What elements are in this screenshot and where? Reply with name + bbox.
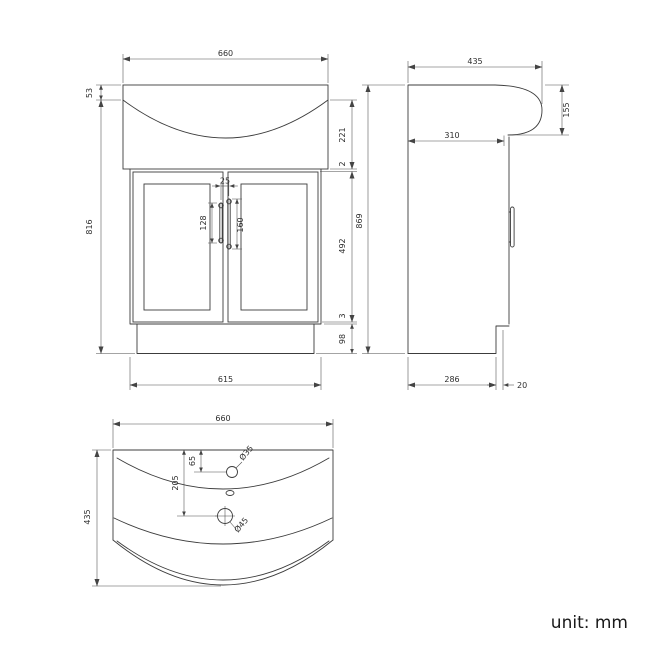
- dim-front-upper-section: 221: [338, 127, 347, 142]
- front-view-dimensions: 660 53 816 221 2 492 3 98 615 25 128 160…: [85, 49, 405, 390]
- dim-tap-diameter: Ø35: [237, 443, 255, 462]
- dim-right-handle-length: 160: [236, 217, 245, 232]
- bow-front-outer: [112, 539, 334, 586]
- side-handle: [508, 206, 515, 248]
- dim-front-width-bottom: 615: [218, 375, 233, 384]
- dim-total-height: 869: [355, 213, 364, 228]
- dim-tap-offset: 65: [188, 456, 197, 466]
- dim-toe-recess: 20: [517, 381, 527, 390]
- basin-curve: [122, 99, 329, 139]
- dim-top-width: 660: [215, 414, 230, 423]
- top-view-dimensions: 660 435 65 205 Ø35 Ø45: [83, 414, 334, 587]
- dim-waste-offset: 205: [171, 475, 180, 490]
- basin-outline: [122, 84, 329, 170]
- top-view: 660 435 65 205 Ø35 Ø45: [83, 414, 334, 587]
- basin-front-curve: [113, 517, 333, 545]
- basin-inner-curve: [116, 457, 330, 490]
- dim-basin-front-height: 155: [562, 102, 571, 117]
- dim-side-depth: 435: [467, 57, 482, 66]
- top-view-geometry: [112, 449, 334, 586]
- dim-front-top-gap: 2: [338, 161, 347, 166]
- side-view: 435 155 310 286 20: [407, 57, 571, 390]
- waste-centermark: [215, 506, 235, 526]
- dim-front-bottom-gap: 3: [338, 313, 347, 318]
- dim-waste-diameter: Ø45: [232, 515, 250, 534]
- dim-front-width-top: 660: [218, 49, 233, 58]
- unit-label: unit: mm: [551, 613, 628, 633]
- side-view-dimensions: 435 155 310 286 20: [407, 57, 571, 390]
- side-plinth: [407, 325, 510, 354]
- handle-right: [226, 198, 232, 250]
- handle-left: [218, 202, 224, 244]
- tap-hole: [226, 466, 238, 478]
- dim-handle-spacing: 25: [220, 177, 230, 186]
- dim-worktop-depth: 310: [444, 131, 459, 140]
- basin-nose-profile: [494, 84, 543, 136]
- dim-base-depth: 286: [444, 375, 459, 384]
- dim-front-door-height: 492: [338, 238, 347, 253]
- dim-top-depth: 435: [83, 509, 92, 524]
- front-view-geometry: [122, 84, 329, 354]
- dim-front-body-height: 816: [85, 219, 94, 234]
- front-view: 660 53 816 221 2 492 3 98 615 25 128 160…: [85, 49, 405, 390]
- dim-front-rim-height: 53: [85, 88, 94, 98]
- bow-front-inner: [116, 540, 330, 581]
- dim-left-handle-length: 128: [199, 215, 208, 230]
- worktop-outline: [112, 449, 334, 541]
- door-right-panel: [240, 183, 308, 311]
- door-right: [227, 171, 319, 323]
- extension-lines: [92, 419, 334, 587]
- door-left: [132, 171, 224, 323]
- side-back-and-top: [407, 84, 496, 354]
- dim-front-plinth-height: 98: [338, 334, 347, 344]
- door-left-panel: [143, 183, 211, 311]
- plinth: [136, 323, 315, 354]
- cabinet-body: [129, 168, 322, 325]
- extension-lines: [407, 61, 569, 390]
- overflow-hole: [225, 490, 235, 496]
- side-view-geometry: [407, 84, 543, 354]
